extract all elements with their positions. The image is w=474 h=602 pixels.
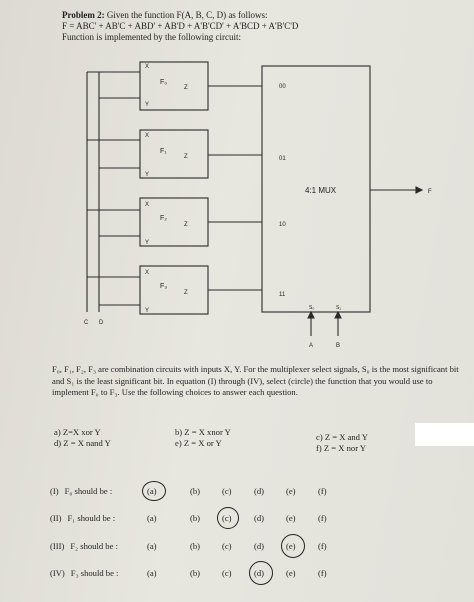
problem-number: Problem 2: <box>62 10 105 20</box>
question-number: (III) <box>50 541 65 551</box>
choices-column-3: c) Z = X and Y f) Z = X nor Y <box>316 432 368 454</box>
redaction-box <box>415 423 474 446</box>
block-3-output-z: Z <box>184 290 188 296</box>
question-number: (IV) <box>50 568 65 578</box>
answer-option[interactable]: (a) <box>147 541 157 551</box>
block-label-f0: F₀ <box>160 79 167 86</box>
choice-c: c) Z = X and Y <box>316 432 369 442</box>
question-row: (I) F₀ should be : <box>50 484 112 498</box>
answer-option[interactable]: (c) <box>222 568 232 578</box>
block-1-output-z: Z <box>184 154 188 160</box>
block-1-input-y: Y <box>145 172 149 178</box>
answer-circle-mark <box>249 561 273 585</box>
answer-option[interactable]: (e) <box>286 486 296 496</box>
block-label-f1: F₁ <box>160 148 167 155</box>
block-1-input-x: X <box>145 133 149 139</box>
choices-column-1: a) Z=X xor Y d) Z = X nand Y <box>54 427 111 449</box>
answer-option[interactable]: (b) <box>190 486 201 496</box>
mux-label: 4:1 MUX <box>305 186 337 195</box>
answer-option[interactable]: (f) <box>318 541 327 551</box>
question-text: F₀ should be : <box>64 486 113 496</box>
question-number: (II) <box>50 513 62 523</box>
answer-circle-mark <box>217 507 239 529</box>
problem-description: F₀, F₁, F₂, F₃ are combination circuits … <box>52 364 459 398</box>
block-3-input-y: Y <box>145 308 149 314</box>
answer-option[interactable]: (f) <box>318 486 327 496</box>
problem-header: Problem 2: Given the function F(A, B, C,… <box>62 10 298 43</box>
circuit-intro: Function is implemented by the following… <box>62 32 241 42</box>
answer-option[interactable]: (c) <box>222 541 232 551</box>
question-text: F₂ should be : <box>70 541 118 551</box>
answer-option[interactable]: (b) <box>190 513 201 523</box>
function-equation: F = ABC' + AB'C + ABD' + AB'D + A'B'CD' … <box>62 21 299 31</box>
answer-circle-mark <box>281 534 305 558</box>
answer-option[interactable]: (a) <box>147 513 157 523</box>
answer-option[interactable]: (d) <box>254 486 265 496</box>
choices-column-2: b) Z = X xnor Y e) Z = X or Y <box>175 427 231 449</box>
select-label-s1: S₁ <box>336 305 341 311</box>
input-d-label: D <box>99 320 104 326</box>
choice-a: a) Z=X xor Y <box>54 427 101 437</box>
select-label-s0: S₀ <box>309 305 314 311</box>
answer-option[interactable]: (e) <box>286 568 296 578</box>
mux-input-11: 11 <box>279 292 286 298</box>
question-text: F₁ should be : <box>67 513 116 523</box>
answer-option[interactable]: (f) <box>318 568 327 578</box>
answer-option[interactable]: (c) <box>222 486 232 496</box>
block-label-f3: F₃ <box>160 283 167 290</box>
choice-b: b) Z = X xnor Y <box>175 427 231 437</box>
answer-option[interactable]: (a) <box>147 568 157 578</box>
mux-input-10: 10 <box>279 222 286 228</box>
choice-e: e) Z = X or Y <box>175 438 222 448</box>
block-2-output-z: Z <box>184 222 188 228</box>
mux-output-label: F <box>428 189 432 195</box>
answer-option[interactable]: (b) <box>190 568 201 578</box>
choice-f: f) Z = X nor Y <box>316 443 367 453</box>
answer-option[interactable]: (b) <box>190 541 201 551</box>
mux-input-01: 01 <box>279 156 286 162</box>
select-input-b: B <box>336 343 340 349</box>
block-0-input-y: Y <box>145 102 149 108</box>
problem-intro: Given the function F(A, B, C, D) as foll… <box>106 10 268 20</box>
answer-option[interactable]: (f) <box>318 513 327 523</box>
block-0-input-x: X <box>145 64 149 70</box>
choice-d: d) Z = X nand Y <box>54 438 111 448</box>
answer-option[interactable]: (d) <box>254 513 265 523</box>
question-text: F₃ should be : <box>70 568 119 578</box>
question-number: (I) <box>50 486 59 496</box>
question-row: (II) F₁ should be : <box>50 511 115 525</box>
block-2-input-x: X <box>145 202 149 208</box>
circuit-diagram: F₀ X Y Z F₁ X Y Z F₂ X Y Z F₃ X Y Z 00 0… <box>84 61 432 349</box>
answer-circle-mark <box>142 481 166 501</box>
question-row: (III) F₂ should be : <box>50 539 118 553</box>
answer-option[interactable]: (d) <box>254 541 265 551</box>
block-2-input-y: Y <box>145 240 149 246</box>
mux-input-00: 00 <box>279 84 286 90</box>
question-row: (IV) F₃ should be : <box>50 566 118 580</box>
answer-option[interactable]: (e) <box>286 513 296 523</box>
header-line-1: Problem 2: Given the function F(A, B, C,… <box>62 10 298 21</box>
select-input-a: A <box>309 343 313 349</box>
input-c-label: C <box>84 320 89 326</box>
block-3-input-x: X <box>145 270 149 276</box>
block-label-f2: F₂ <box>160 215 167 222</box>
block-0-output-z: Z <box>184 85 188 91</box>
